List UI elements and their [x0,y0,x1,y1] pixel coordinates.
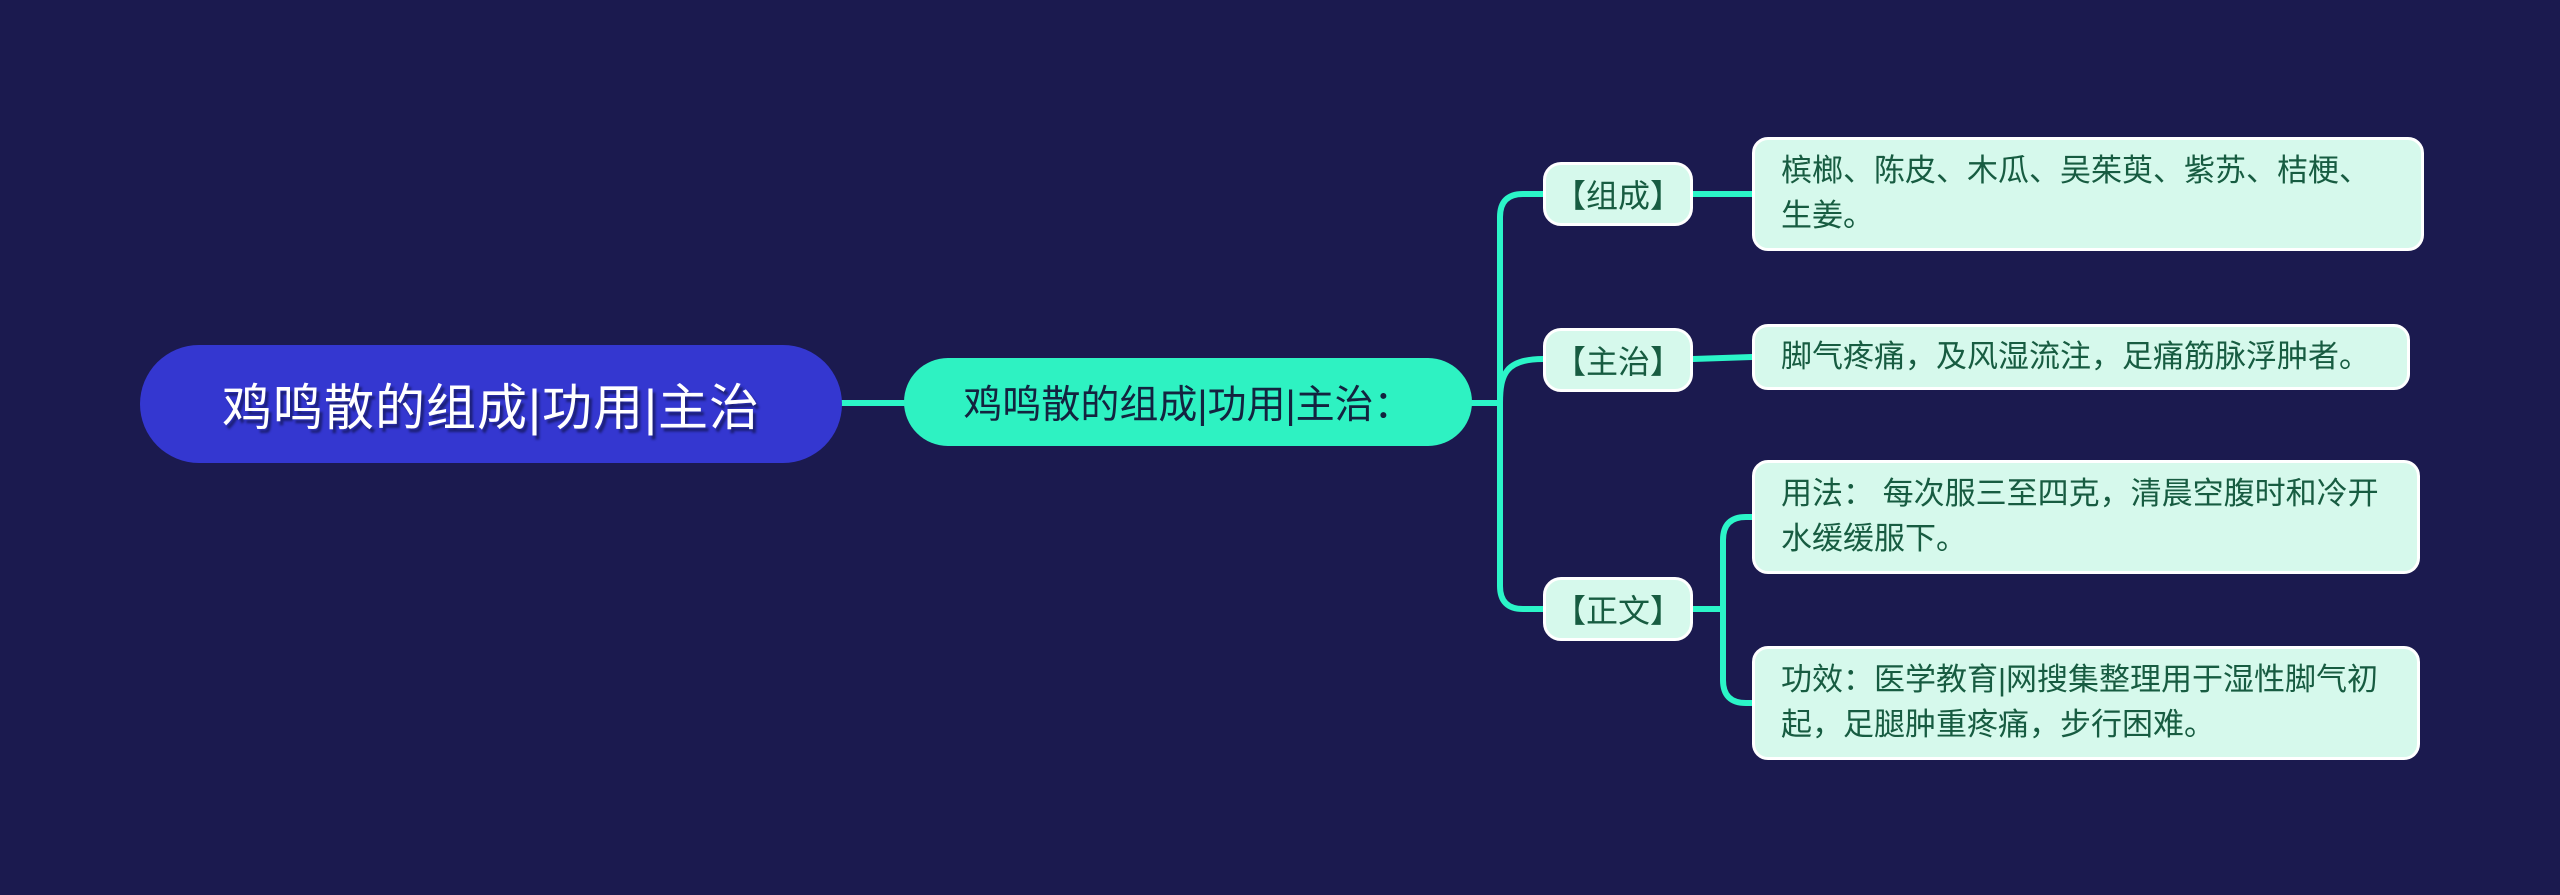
content-box-yongfa[interactable]: 用法： 每次服三至四克，清晨空腹时和冷开水缓缓服下。 [1752,460,2420,574]
content-box-zhuzhi[interactable]: 脚气疼痛，及风湿流注，足痛筋脉浮肿者。 [1752,324,2410,390]
content-box-zucheng[interactable]: 槟榔、陈皮、木瓜、吴茱萸、紫苏、桔梗、生姜。 [1752,137,2424,251]
branch-label-zhengwen[interactable]: 【正文】 [1543,577,1693,641]
branch-label-zucheng[interactable]: 【组成】 [1543,162,1693,226]
edge-zhuzhi-content [1690,354,1755,362]
branch-label-zhuzhi[interactable]: 【主治】 [1543,328,1693,392]
edge-spine-zhengwen [1497,400,1546,612]
edge-spine-zhuzhi [1497,356,1546,406]
edge-bracket-yongfa [1720,514,1755,612]
content-box-gongxiao[interactable]: 功效：医学教育|网搜集整理用于湿性脚气初起，足腿肿重疼痛，步行困难。 [1752,646,2420,760]
central-topic-node[interactable]: 鸡鸣散的组成|功用|主治： [904,358,1472,446]
edge-bracket-gongxiao [1720,606,1755,706]
root-node[interactable]: 鸡鸣散的组成|功用|主治 [140,345,842,463]
edge-spine-zucheng [1497,191,1546,406]
